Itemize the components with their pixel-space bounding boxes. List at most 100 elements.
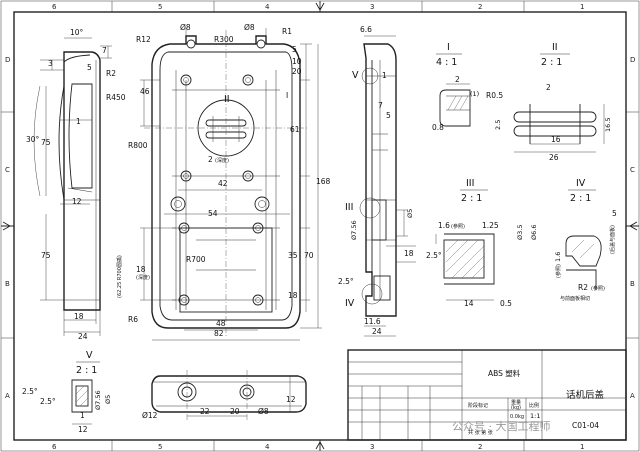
left-side-view: 10° 7 3 5 R2 R450 30° 1 75 12 75 18 24: [26, 28, 126, 341]
main-note-hole: (深度): [136, 274, 150, 281]
detail-iv-bottom-note: 与前面板相切: [560, 295, 590, 302]
detail-v-dim-2-5deg-b: 2.5°: [40, 397, 56, 406]
detail-i-profile: [439, 89, 471, 127]
main-dim-d8-left: Ø8: [180, 23, 191, 32]
right-dim-24: 24: [372, 327, 382, 336]
zone-col-5-top: 5: [158, 3, 162, 11]
main-dim-54: 54: [208, 209, 218, 218]
detail-iv-note-r2: (参照): [591, 285, 605, 292]
main-note-2-sub: (深度): [215, 157, 229, 164]
main-dim-10: 10: [292, 57, 302, 66]
detail-v-dim-12: 12: [78, 425, 88, 434]
detail-iii-dim-1-25: 1.25: [482, 221, 499, 230]
right-mark-iii: III: [345, 202, 353, 213]
left-dim-30deg: 30°: [26, 135, 40, 144]
bottom-outline: [151, 375, 307, 413]
title-label-weight: 重量: [511, 399, 521, 406]
detail-ii-dim-r0-5: R0.5: [486, 91, 503, 100]
zone-col-4-bottom: 4: [265, 443, 270, 451]
bottom-dim-20: 20: [230, 407, 240, 416]
main-dim-20: 20: [292, 67, 302, 76]
main-dim-r12: R12: [136, 35, 151, 44]
main-dim-r300: R300: [214, 35, 234, 44]
bottom-view: Ø12 22 20 Ø8 12: [142, 370, 307, 420]
left-dim-3: 3: [48, 59, 53, 68]
zone-row-a-left: A: [5, 392, 10, 400]
top-boss-left: [186, 39, 196, 49]
detail-ii-title: II: [552, 42, 558, 53]
main-inner-wall: [159, 51, 293, 321]
main-dim-70: 70: [304, 251, 314, 260]
zone-col-4-top: 4: [265, 3, 270, 11]
zone-col-6-top: 6: [52, 3, 57, 11]
detail-v: V 2 : 1 2.5° 2.5° Ø7.56 Ø5 1 12: [22, 350, 112, 434]
title-material: ABS 塑料: [488, 368, 521, 378]
main-note-2: 2: [208, 155, 213, 164]
watermark-text: 公众号 · 大国工程师: [452, 419, 551, 433]
detail-v-profile: [71, 379, 93, 413]
detail-i: I 4 : 1 2 (1) 0.8: [432, 42, 479, 132]
left-dim-75a: 75: [41, 138, 51, 147]
zone-row-b-left: B: [5, 280, 10, 288]
right-mark-iv: IV: [345, 298, 355, 309]
zone-col-2-top: 2: [478, 3, 482, 11]
main-dim-42: 42: [218, 179, 228, 188]
main-front-view: Ø8 Ø8 R1 R12 R300 5 10 20 46 61 168 42 5…: [116, 23, 331, 341]
detail-ii-dim-26: 26: [549, 153, 559, 162]
main-dim-r700: R700: [186, 255, 206, 264]
zone-row-a-right: A: [630, 392, 635, 400]
detail-v-title: V: [86, 350, 93, 361]
zone-col-3-top: 3: [370, 3, 374, 11]
title-block: ABS 塑料 话机后盖 C01-04 阶段标记 重量 (kg) 比例 0.0kg…: [347, 349, 627, 441]
main-dim-82: 82: [214, 329, 224, 338]
detail-iv-marker: [361, 283, 383, 305]
detail-iii: III 2 : 1 1.6 (参照) 1.25 Ø3.5 Ø6.6 2.5° 1…: [426, 178, 538, 308]
detail-iv-dim-5: 5: [612, 209, 617, 218]
zone-row-d-right: D: [630, 56, 635, 64]
screw-bosses: [170, 74, 270, 306]
top-boss-right: [256, 39, 266, 49]
detail-ii-dim-16: 16: [551, 135, 561, 144]
title-weight: 0.0kg: [510, 414, 524, 420]
right-section-view: 6.6 1 7 5 Ø7.56 Ø5 18 2.5° 11.6 24 V III…: [338, 25, 416, 337]
detail-ii-dim-2-5: 2.5: [494, 120, 502, 130]
main-dim-168: 168: [316, 177, 331, 186]
detail-iii-profile: [444, 233, 495, 285]
left-dim-75b: 75: [41, 251, 51, 260]
detail-v-marker: [361, 67, 379, 85]
left-dim-r450: R450: [106, 93, 126, 102]
center-mark-right: [626, 221, 639, 231]
bottom-dim-d8: Ø8: [258, 407, 269, 416]
detail-iii-marker: [359, 197, 381, 219]
left-dim-12: 12: [72, 197, 82, 206]
main-dim-18: 18: [288, 291, 298, 300]
main-dim-r800: R800: [128, 141, 148, 150]
left-dim-5: 5: [87, 63, 92, 72]
zone-row-c-left: C: [5, 166, 10, 174]
main-dim-d8-right: Ø8: [244, 23, 255, 32]
detail-v-dim-2-5deg-a: 2.5°: [22, 387, 38, 396]
detail-ii-scale: 2 : 1: [541, 57, 562, 68]
detail-i-dim-0-8: 0.8: [432, 123, 444, 132]
center-mark-bottom: [315, 440, 325, 451]
detail-iii-dim-1-6: 1.6: [438, 221, 450, 230]
detail-i-scale: 4 : 1: [436, 57, 457, 68]
detail-iv: IV 2 : 1 5 (后盖与面板) 1.6 (参照) R2 (参照) 与前面板…: [554, 178, 617, 302]
right-dim-5b: Ø5: [406, 209, 414, 218]
right-dim-2-5deg: 2.5°: [338, 277, 354, 286]
main-dim-61: 61: [290, 125, 300, 134]
detail-i-title: I: [447, 42, 450, 53]
zone-col-1-bottom: 1: [580, 443, 584, 451]
left-dim-10deg: 10°: [70, 28, 84, 37]
main-dim-r1: R1: [282, 27, 292, 36]
right-dim-7: 7: [378, 101, 383, 110]
detail-iii-dim-14: 14: [464, 299, 474, 308]
detail-iv-scale: 2 : 1: [570, 193, 591, 204]
left-dim-7: 7: [102, 46, 107, 55]
main-dim-5: 5: [292, 45, 297, 54]
detail-ii: II 2 : 1 R0.5 2 2.5 16 26 16.5: [486, 42, 612, 162]
detail-iii-dim-6-6: Ø6.6: [530, 225, 538, 240]
detail-v-scale: 2 : 1: [76, 365, 97, 376]
